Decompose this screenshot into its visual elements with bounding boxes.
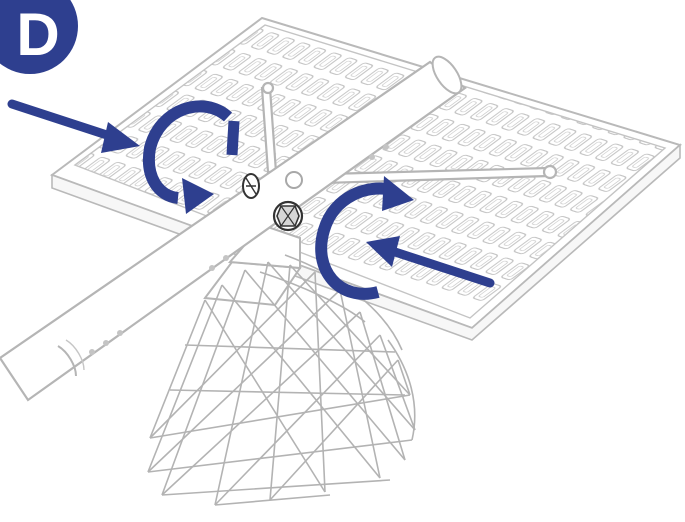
step-letter: D: [16, 1, 60, 68]
straight-arrow-icon: [7, 99, 140, 153]
knob-back: [242, 173, 260, 199]
backboard-grid: [75, 25, 665, 318]
straight-arrow-icon: [366, 236, 495, 288]
rotate-cw-icon: [315, 176, 414, 300]
knob-front: [272, 200, 304, 232]
pole: [0, 55, 467, 402]
left-instruction: [7, 99, 240, 214]
right-instruction: [315, 176, 495, 300]
rotate-ccw-icon: [142, 100, 240, 214]
basketball-net: [147, 254, 416, 506]
clamp-knobs: [242, 171, 304, 232]
